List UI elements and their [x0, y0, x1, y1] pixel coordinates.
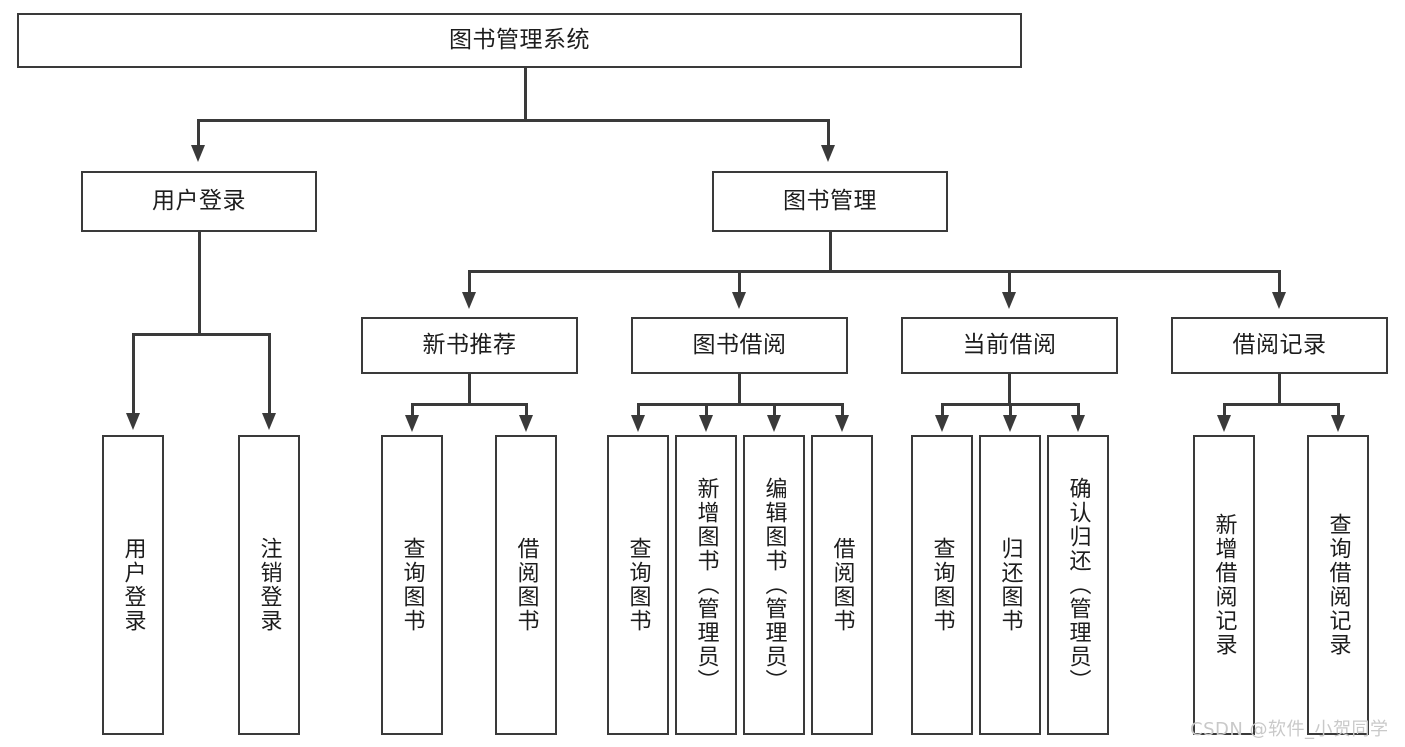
- node-label: 新增借阅记录: [1211, 513, 1237, 657]
- arrow-current-to-leaf-1: [935, 415, 949, 432]
- arrow-root-to-user-login: [191, 145, 205, 162]
- edge-records-to-leaf-2: [1337, 403, 1340, 417]
- arrow-borrow-to-leaf-3: [767, 415, 781, 432]
- edge-book-mgmt-to-current: [1008, 270, 1011, 294]
- edge-borrow-trunk: [738, 374, 741, 405]
- leaf-return-book[interactable]: 归还图书: [979, 435, 1041, 735]
- edge-borrow-to-leaf-4: [841, 403, 844, 417]
- leaf-query-borrow-record[interactable]: 查询借阅记录: [1307, 435, 1369, 735]
- arrow-borrow-to-leaf-2: [699, 415, 713, 432]
- arrow-new-book-to-leaf-2: [519, 415, 533, 432]
- edge-records-bus: [1223, 403, 1339, 406]
- edge-book-mgmt-bus: [468, 270, 1280, 273]
- node-label: 借阅图书: [513, 537, 539, 633]
- node-label: 当前借阅: [962, 331, 1057, 358]
- leaf-confirm-return-admin[interactable]: 确认归还（管理员）: [1047, 435, 1109, 735]
- node-label: 确认归还（管理员）: [1065, 477, 1091, 693]
- arrow-borrow-to-leaf-4: [835, 415, 849, 432]
- edge-user-login-bus: [132, 333, 270, 336]
- arrow-user-login-to-leaf-1: [126, 413, 140, 430]
- arrow-new-book-to-leaf-1: [405, 415, 419, 432]
- leaf-user-login[interactable]: 用户登录: [102, 435, 164, 735]
- watermark-text: CSDN @软件_小贺同学: [1190, 719, 1389, 740]
- arrow-records-to-leaf-1: [1217, 415, 1231, 432]
- node-root-system[interactable]: 图书管理系统: [17, 13, 1022, 68]
- edge-book-mgmt-trunk: [829, 232, 832, 272]
- edge-current-trunk: [1008, 374, 1011, 405]
- edge-current-to-leaf-1: [941, 403, 944, 417]
- edge-root-to-book-mgmt: [827, 119, 830, 147]
- node-label: 借阅记录: [1232, 331, 1327, 358]
- leaf-edit-book-admin[interactable]: 编辑图书（管理员）: [743, 435, 805, 735]
- edge-records-to-leaf-1: [1223, 403, 1226, 417]
- edge-new-book-bus: [411, 403, 527, 406]
- node-label: 查询图书: [929, 537, 955, 633]
- node-label: 用户登录: [152, 187, 246, 214]
- edge-book-mgmt-to-records: [1278, 270, 1281, 294]
- node-book-borrow[interactable]: 图书借阅: [631, 317, 848, 374]
- edge-root-bus: [197, 119, 829, 122]
- leaf-borrow-book-recommend[interactable]: 借阅图书: [495, 435, 557, 735]
- leaf-logout[interactable]: 注销登录: [238, 435, 300, 735]
- node-label: 注销登录: [256, 537, 282, 633]
- edge-records-trunk: [1278, 374, 1281, 405]
- node-label: 查询图书: [625, 537, 651, 633]
- node-label: 图书管理: [783, 187, 877, 214]
- edge-user-login-to-leaf-1: [132, 333, 135, 415]
- node-new-book-recommend[interactable]: 新书推荐: [361, 317, 578, 374]
- arrow-borrow-to-leaf-1: [631, 415, 645, 432]
- edge-book-mgmt-to-borrow: [738, 270, 741, 294]
- edge-root-to-user-login: [197, 119, 200, 147]
- node-book-management[interactable]: 图书管理: [712, 171, 948, 232]
- node-label: 图书借阅: [692, 331, 787, 358]
- edge-current-to-leaf-2: [1009, 403, 1012, 417]
- edge-new-book-to-leaf-1: [411, 403, 414, 417]
- edge-root-trunk: [524, 68, 527, 121]
- node-label: 图书管理系统: [449, 26, 590, 53]
- leaf-query-book-current[interactable]: 查询图书: [911, 435, 973, 735]
- edge-current-to-leaf-3: [1077, 403, 1080, 417]
- edge-borrow-bus: [637, 403, 843, 406]
- node-label: 借阅图书: [829, 537, 855, 633]
- leaf-query-book-borrow[interactable]: 查询图书: [607, 435, 669, 735]
- arrow-book-mgmt-to-borrow: [732, 292, 746, 309]
- edge-book-mgmt-to-new-book: [468, 270, 471, 294]
- node-label: 新书推荐: [422, 331, 517, 358]
- leaf-add-borrow-record[interactable]: 新增借阅记录: [1193, 435, 1255, 735]
- node-borrow-records[interactable]: 借阅记录: [1171, 317, 1388, 374]
- node-label: 用户登录: [120, 537, 146, 633]
- edge-new-book-to-leaf-2: [525, 403, 528, 417]
- node-user-login[interactable]: 用户登录: [81, 171, 317, 232]
- arrow-records-to-leaf-2: [1331, 415, 1345, 432]
- arrow-root-to-book-mgmt: [821, 145, 835, 162]
- arrow-current-to-leaf-3: [1071, 415, 1085, 432]
- node-label: 归还图书: [997, 537, 1023, 633]
- edge-user-login-trunk: [198, 232, 201, 335]
- edge-new-book-trunk: [468, 374, 471, 405]
- leaf-query-book-recommend[interactable]: 查询图书: [381, 435, 443, 735]
- edge-user-login-to-leaf-2: [268, 333, 271, 415]
- arrow-book-mgmt-to-records: [1272, 292, 1286, 309]
- leaf-borrow-book[interactable]: 借阅图书: [811, 435, 873, 735]
- arrow-book-mgmt-to-current: [1002, 292, 1016, 309]
- arrow-current-to-leaf-2: [1003, 415, 1017, 432]
- edge-borrow-to-leaf-1: [637, 403, 640, 417]
- node-current-borrow[interactable]: 当前借阅: [901, 317, 1118, 374]
- edge-borrow-to-leaf-3: [773, 403, 776, 417]
- arrow-book-mgmt-to-new-book: [462, 292, 476, 309]
- leaf-add-book-admin[interactable]: 新增图书（管理员）: [675, 435, 737, 735]
- arrow-user-login-to-leaf-2: [262, 413, 276, 430]
- node-label: 新增图书（管理员）: [693, 477, 719, 693]
- node-label: 查询借阅记录: [1325, 513, 1351, 657]
- edge-borrow-to-leaf-2: [705, 403, 708, 417]
- node-label: 查询图书: [399, 537, 425, 633]
- node-label: 编辑图书（管理员）: [761, 477, 787, 693]
